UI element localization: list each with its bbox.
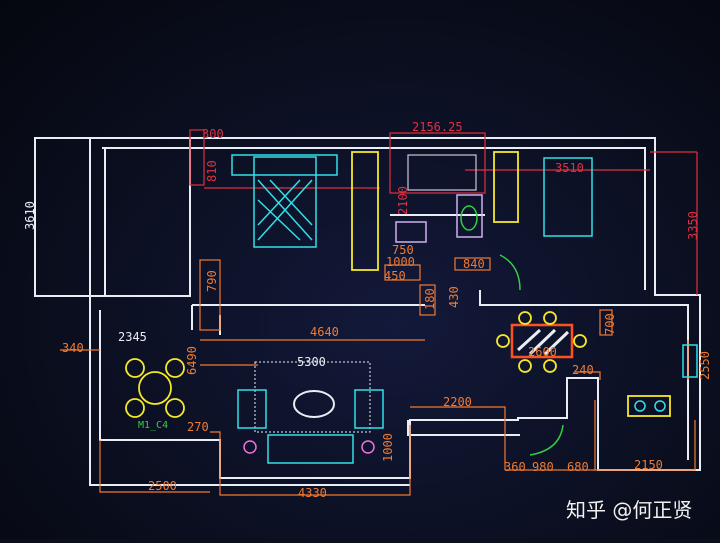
dimension-labels: 3610 300 810 790 2345 340 4640 6490 5300… (23, 120, 712, 500)
dim-6490: 6490 (185, 346, 199, 375)
dim-2200: 2200 (443, 395, 472, 409)
dim-2345: 2345 (118, 330, 147, 344)
dim-2600: 2600 (528, 345, 557, 359)
dim-3510: 3510 (555, 161, 584, 175)
dim-840: 840 (463, 257, 485, 271)
watermark: 知乎 @何正贤 (566, 498, 693, 522)
dim-2150: 2150 (634, 458, 663, 472)
dim-3610: 3610 (23, 201, 37, 230)
dim-300: 300 (202, 127, 224, 141)
stove (627, 395, 671, 417)
dim-980: 980 (532, 460, 554, 474)
table-tag: M1_C4 (138, 420, 168, 431)
coffee-table (293, 390, 335, 418)
dim-180: 180 (423, 288, 437, 310)
dim-750: 750 (392, 243, 414, 257)
dim-810: 810 (205, 160, 219, 182)
sofa (267, 434, 354, 464)
dim-700: 700 (603, 313, 617, 335)
dim-270: 270 (187, 420, 209, 434)
rug (254, 361, 371, 433)
dim-240: 240 (572, 363, 594, 377)
dim-4330: 4330 (298, 486, 327, 500)
dim-450: 450 (384, 269, 406, 283)
dim-2500: 2500 (148, 479, 177, 493)
dim-3350: 3350 (686, 211, 700, 240)
dim-1000: 1000 (386, 255, 415, 269)
dim-680: 680 (567, 460, 589, 474)
dim-2100: 2100 (396, 186, 410, 215)
round-table (138, 371, 172, 405)
dim-2156-25: 2156.25 (412, 120, 463, 134)
dim-790: 790 (205, 270, 219, 292)
bathtub (407, 154, 477, 191)
dim-1000-b: 1000 (381, 433, 395, 462)
bed-2 (543, 157, 593, 237)
dim-2550: 2550 (698, 351, 712, 380)
furniture (125, 151, 698, 464)
nightstands (231, 154, 338, 176)
wardrobe (351, 151, 379, 271)
dim-5300: 5300 (297, 355, 326, 369)
dining-table (510, 323, 574, 359)
dim-360: 360 (504, 460, 526, 474)
toilet (395, 221, 427, 243)
wardrobe-2 (493, 151, 519, 223)
dim-340: 340 (62, 341, 84, 355)
kitchen-sink (682, 344, 698, 378)
dim-430: 430 (447, 286, 461, 308)
dim-4640: 4640 (310, 325, 339, 339)
sink (456, 194, 483, 238)
dimension-lines (60, 129, 698, 496)
bed (253, 156, 317, 248)
